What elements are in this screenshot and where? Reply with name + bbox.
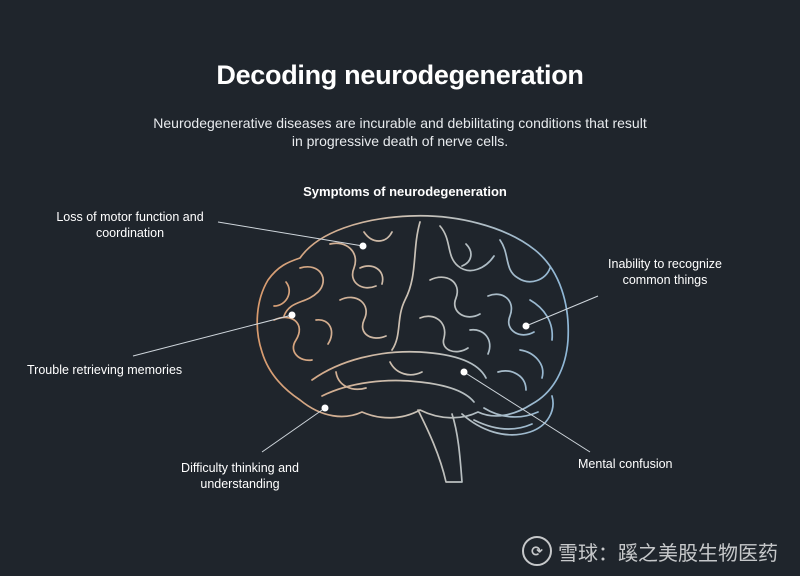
symptom-label-recognize: Inability to recognize common things bbox=[608, 257, 722, 287]
marker-memories bbox=[288, 311, 296, 319]
page-title: Decoding neurodegeneration bbox=[216, 60, 584, 90]
cerebellum-outline bbox=[461, 395, 554, 436]
marker-motor bbox=[359, 242, 367, 250]
leader-line-memories bbox=[132, 314, 293, 357]
symptom-label-motor: Loss of motor function and coordination bbox=[56, 210, 204, 240]
leader-line-motor bbox=[217, 221, 364, 247]
marker-thinking bbox=[321, 404, 329, 412]
leader-lines bbox=[132, 221, 599, 453]
temporal-lobe bbox=[311, 350, 487, 381]
leader-line-thinking bbox=[261, 407, 326, 453]
symptom-label-thinking: Difficulty thinking and understanding bbox=[181, 461, 299, 491]
symptom-label-confusion: Mental confusion bbox=[578, 457, 673, 471]
watermark-text: 雪球：蹊之美股生物医药 bbox=[558, 542, 778, 565]
marker-recognize bbox=[522, 322, 530, 330]
leader-line-confusion bbox=[463, 371, 591, 453]
snowball-logo-icon: ⟳ bbox=[522, 536, 552, 566]
markers bbox=[288, 242, 530, 412]
page-subtitle: Neurodegenerative diseases are incurable… bbox=[153, 115, 647, 149]
leader-line-recognize bbox=[525, 295, 599, 327]
marker-confusion bbox=[460, 368, 468, 376]
brainstem bbox=[417, 409, 463, 483]
symptom-label-memories: Trouble retrieving memories bbox=[27, 363, 183, 377]
section-title: Symptoms of neurodegeneration bbox=[303, 184, 507, 199]
brain-outline bbox=[256, 214, 570, 483]
watermark: ⟳ 雪球：蹊之美股生物医药 bbox=[522, 536, 778, 566]
cerebrum-outline bbox=[256, 214, 570, 419]
